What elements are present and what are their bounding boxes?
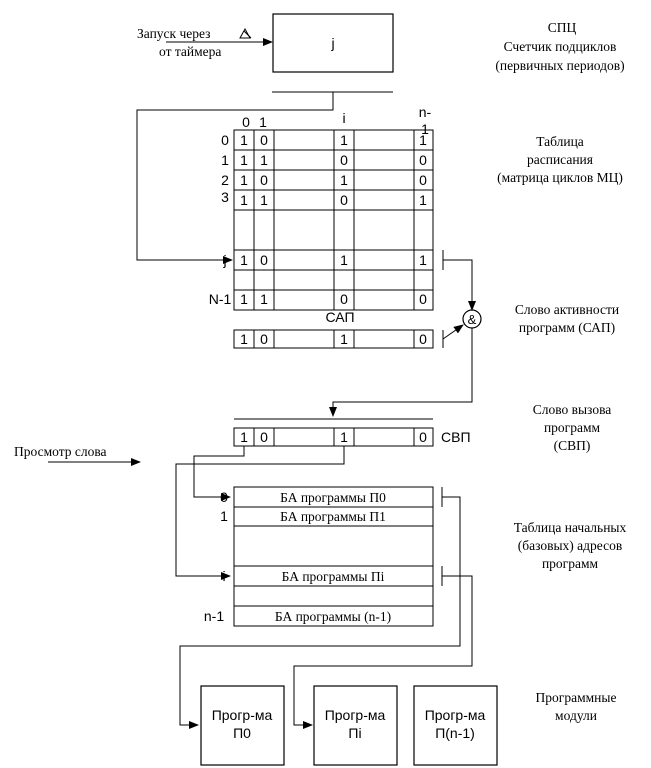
sap-register bbox=[233, 329, 434, 349]
sap-cell-1: 0 bbox=[260, 331, 268, 347]
subcycle-counter bbox=[272, 13, 394, 73]
cell-r3-ci: 0 bbox=[340, 192, 348, 208]
spc-label-line3: (первичных периодов) bbox=[495, 58, 624, 73]
sap-label-line1: Слово активности bbox=[515, 302, 619, 317]
cell-r1-cn: 0 bbox=[419, 152, 427, 168]
svp-register bbox=[233, 427, 434, 447]
base-row-pn1: БА программы (n-1) bbox=[275, 609, 391, 624]
cell-r0-cn: 1 bbox=[419, 132, 427, 148]
base-index-i: i bbox=[222, 568, 225, 584]
sap-cell-0: 1 bbox=[240, 331, 248, 347]
sap-abbr: САП bbox=[325, 309, 354, 325]
row-label-j: j bbox=[222, 252, 226, 268]
base-index-n-1: n-1 bbox=[204, 608, 224, 624]
module-pi-line1: Прогр-ма bbox=[325, 707, 386, 723]
module-pi-line2: Пi bbox=[348, 725, 361, 741]
row-label-2: 2 bbox=[221, 172, 229, 188]
base-row-p1: БА программы П1 bbox=[280, 509, 386, 524]
cell-r0-ci: 1 bbox=[340, 132, 348, 148]
module-pn1-line2: П(n-1) bbox=[435, 725, 475, 741]
svp-label-line3: (СВП) bbox=[554, 438, 591, 453]
svp-label-line2: программ bbox=[544, 420, 601, 435]
delta-t-icon bbox=[239, 27, 252, 39]
svp-cell-n: 0 bbox=[419, 429, 427, 445]
sap-to-and-arrow bbox=[442, 324, 464, 340]
cell-rn1-ci: 0 bbox=[340, 291, 348, 307]
cell-r1-ci: 0 bbox=[340, 152, 348, 168]
col-header-0: 0 bbox=[242, 114, 250, 130]
cell-rj-cn: 1 bbox=[419, 252, 427, 268]
cell-r2-cn: 0 bbox=[419, 172, 427, 188]
module-pn1 bbox=[413, 685, 498, 766]
and-symbol: & bbox=[468, 312, 477, 327]
cell-r3-c0: 1 bbox=[240, 192, 248, 208]
schedule-label-line1: Таблица bbox=[536, 134, 584, 149]
row-j-to-and-arrow bbox=[443, 259, 476, 311]
counter-value: j bbox=[330, 35, 334, 51]
view-word-label: Просмотр слова bbox=[14, 444, 107, 459]
cell-rn1-cn: 0 bbox=[419, 291, 427, 307]
module-pn1-line1: Прогр-ма bbox=[425, 707, 486, 723]
base-row-p0: БА программы П0 bbox=[280, 490, 386, 505]
cell-rj-c1: 0 bbox=[260, 252, 268, 268]
cell-r3-cn: 1 bbox=[419, 192, 427, 208]
cell-r2-c0: 1 bbox=[240, 172, 248, 188]
col-header-1: 1 bbox=[259, 114, 267, 130]
and-to-svp-arrow bbox=[329, 328, 473, 417]
base-index-1: 1 bbox=[220, 508, 228, 524]
base-row-pi: БА программы Пi bbox=[282, 569, 385, 584]
svp-cell-0: 1 bbox=[240, 429, 248, 445]
timer-label-line1: Запуск через bbox=[137, 26, 211, 41]
module-p0-line2: П0 bbox=[233, 725, 251, 741]
sap-cell-i: 1 bbox=[340, 331, 348, 347]
col-header-n1-part2: 1 bbox=[421, 121, 429, 137]
module-p0 bbox=[200, 685, 285, 766]
schedule-label-line2: расписания bbox=[527, 152, 593, 167]
schedule-label-line3: (матрица циклов МЦ) bbox=[497, 170, 623, 185]
sap-label-line2: программ (САП) bbox=[519, 320, 615, 335]
base-index-0: 0 bbox=[220, 489, 228, 505]
cell-r0-c0: 1 bbox=[240, 132, 248, 148]
col-header-n1-part1: n- bbox=[419, 104, 432, 120]
col-header-i: i bbox=[342, 110, 345, 126]
cell-rn1-c1: 1 bbox=[260, 291, 268, 307]
svp-cell-i: 1 bbox=[340, 429, 348, 445]
schedule-table bbox=[233, 129, 434, 311]
base-label-line1: Таблица начальных bbox=[514, 520, 627, 535]
svp-abbr: СВП bbox=[441, 429, 471, 445]
base-address-table bbox=[233, 486, 434, 627]
svp-biti-arrow bbox=[175, 446, 345, 580]
module-p0-line1: Прогр-ма bbox=[212, 707, 273, 723]
modules-label-line2: модули bbox=[555, 708, 597, 723]
row-label-1: 1 bbox=[221, 152, 229, 168]
cell-r2-c1: 0 bbox=[260, 172, 268, 188]
svp-bit0-arrow bbox=[193, 446, 245, 501]
cell-r3-c1: 1 bbox=[260, 192, 268, 208]
row-label-0: 0 bbox=[221, 132, 229, 148]
cell-r0-c1: 0 bbox=[260, 132, 268, 148]
timer-label-line2: от таймера bbox=[159, 44, 221, 59]
cell-rn1-c0: 1 bbox=[240, 291, 248, 307]
cell-rj-c0: 1 bbox=[240, 252, 248, 268]
spc-label-line2: Счетчик подциклов bbox=[504, 39, 617, 54]
modules-label-line1: Программные bbox=[536, 690, 617, 705]
spc-label-line1: СПЦ bbox=[548, 20, 577, 35]
base-label-line2: (базовых) адресов bbox=[518, 538, 622, 553]
row-label-n-1: N-1 bbox=[209, 291, 232, 307]
svp-label-line1: Слово вызова bbox=[533, 402, 612, 417]
counter-to-row-j-arrow bbox=[136, 92, 334, 264]
base-label-line3: программ bbox=[542, 556, 599, 571]
row-label-3: 3 bbox=[221, 189, 229, 205]
cell-r1-c0: 1 bbox=[240, 152, 248, 168]
cell-r2-ci: 1 bbox=[340, 172, 348, 188]
cell-r1-c1: 1 bbox=[260, 152, 268, 168]
pi-to-module-arrow bbox=[293, 575, 473, 729]
module-pi bbox=[313, 685, 398, 766]
p0-to-module-arrow bbox=[179, 496, 461, 729]
sap-cell-n: 0 bbox=[419, 331, 427, 347]
cell-rj-ci: 1 bbox=[340, 252, 348, 268]
svp-cell-1: 0 bbox=[260, 429, 268, 445]
